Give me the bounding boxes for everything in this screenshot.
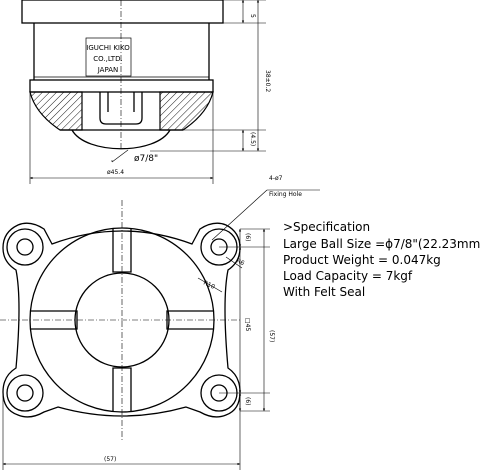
spec-load: Load Capacity = 7kgf	[283, 269, 413, 283]
plan-view: 4-ø7 Fixing Hole R6 R10 (6) □45 (6) (57)…	[0, 175, 320, 470]
hatch-right	[159, 91, 214, 131]
spec-heading: >Specification	[283, 220, 370, 234]
specification-block: >Specification Large Ball Size =ϕ7/8"(22…	[283, 220, 480, 299]
spec-ball-size: Large Ball Size =ϕ7/8"(22.23mm)	[283, 237, 480, 251]
dim-overall-h: (57)	[104, 456, 116, 463]
side-view: IGUCHI KIKO CO.,LTD. JAPAN 5 38±0.2 (4.5…	[21, 0, 271, 184]
width-label: ø45.4	[107, 169, 124, 176]
radius-small: R6	[235, 257, 245, 267]
side-base	[29, 79, 214, 93]
dim-pitch: □45	[244, 318, 251, 331]
hole-callout-1: 4-ø7	[269, 175, 283, 182]
radius-large: R10	[202, 279, 216, 290]
dim-overall-v: (57)	[268, 330, 275, 342]
maker-line3: JAPAN	[97, 66, 119, 74]
hole-callout-2: Fixing Hole	[269, 191, 302, 198]
spec-weight: Product Weight = 0.047kg	[283, 253, 441, 267]
side-flange	[21, 0, 224, 24]
ball-dia-label: ø7/8"	[134, 154, 158, 164]
maker-label-box	[85, 37, 132, 77]
plan-flange-outline	[2, 222, 241, 418]
dim-edge-bottom: (6)	[244, 397, 251, 406]
spec-seal: With Felt Seal	[283, 285, 365, 299]
maker-line1: IGUCHI KIKO	[86, 44, 130, 52]
dim-edge-top: (6)	[244, 233, 251, 242]
hatch-left	[29, 91, 83, 131]
maker-line2: CO.,LTD.	[93, 55, 122, 63]
dim-top: 5	[249, 14, 256, 18]
dim-protrusion: (4.5)	[249, 132, 256, 146]
dim-height: 38±0.2	[264, 70, 271, 92]
side-body	[33, 23, 210, 80]
